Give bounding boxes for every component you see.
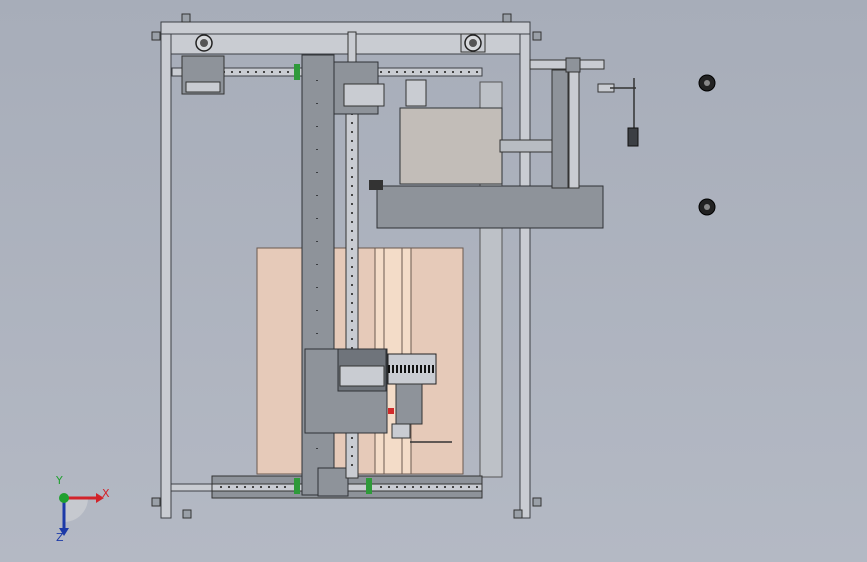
z-axis-label: Z (56, 531, 64, 544)
rail-block-green (366, 478, 372, 494)
arm-bracket (565, 57, 581, 73)
rail-block-green (294, 64, 300, 80)
knob (369, 180, 383, 190)
lower-motor (339, 365, 385, 387)
triad-axes (59, 493, 104, 536)
right-upright (551, 69, 569, 189)
z-axis-head (59, 528, 69, 536)
rail-block-green (294, 478, 300, 494)
bearing-block (460, 33, 486, 53)
pulley-right-hub (469, 39, 477, 47)
upper-carriage-motor (343, 83, 385, 107)
frame-top-beam (160, 21, 531, 35)
cabinet-shaft (499, 139, 553, 153)
right-upright-2 (568, 69, 580, 189)
x-axis-head (96, 493, 104, 503)
y-axis-label: Y (56, 474, 63, 487)
triad-quadrant (64, 498, 88, 522)
column-base (317, 467, 349, 497)
bracket (405, 79, 427, 107)
foot-pad (532, 31, 542, 41)
round-part-hub (704, 204, 710, 210)
round-part-hub (704, 80, 710, 86)
sensor-head (627, 127, 639, 147)
frame-post-right (519, 21, 531, 519)
cabinet-box (399, 107, 503, 185)
foot-pad (182, 509, 192, 519)
x-axis-label: X (102, 487, 110, 500)
foot-pad (502, 13, 512, 23)
frame-top-beam-2 (170, 33, 521, 55)
foot-pad (151, 497, 161, 507)
frame-post-left (160, 21, 172, 519)
foot-pad (181, 13, 191, 23)
red-accent (388, 408, 394, 414)
foot-pad (532, 497, 542, 507)
foot-pad (151, 31, 161, 41)
y-axis-dot (59, 493, 69, 503)
motor-mount-plate (185, 81, 221, 93)
lower-bracket (395, 383, 423, 425)
pulley-left-hub (200, 39, 208, 47)
tool-head (391, 423, 411, 439)
coordinate-triad: X Y Z (40, 474, 120, 548)
right-beam (376, 185, 604, 229)
foot-pad (513, 509, 523, 519)
